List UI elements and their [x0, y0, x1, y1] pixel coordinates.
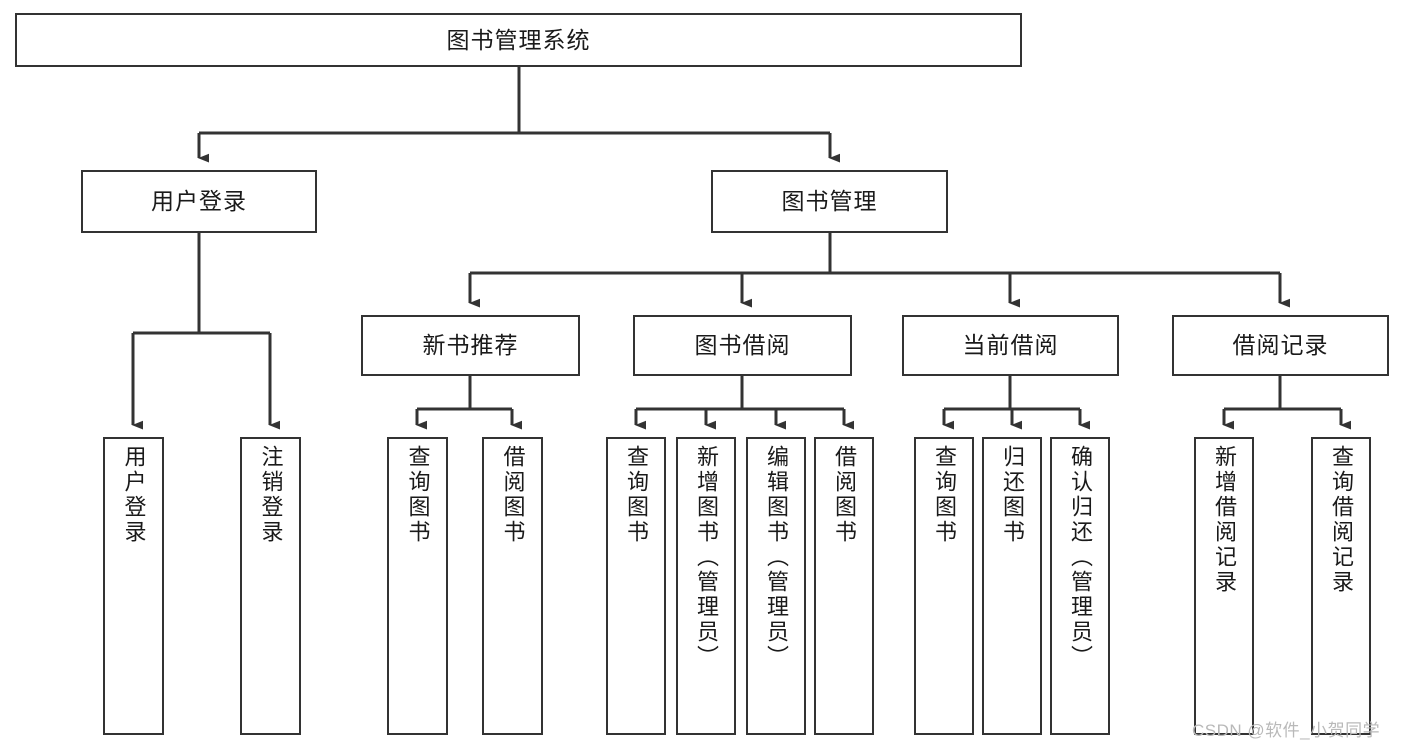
node-leaf-confirm-return-label: 确认归还（管理员）: [1068, 445, 1093, 670]
node-leaf-add-book[interactable]: 新增图书（管理员）: [676, 437, 736, 735]
node-leaf-query-book-2-label: 查询图书: [624, 445, 649, 545]
node-book-borrow-label: 图书借阅: [694, 332, 791, 359]
node-leaf-return-book[interactable]: 归还图书: [982, 437, 1042, 735]
node-new-book-recommend[interactable]: 新书推荐: [361, 315, 580, 376]
node-book-manage-label: 图书管理: [781, 188, 878, 215]
node-leaf-query-book-2[interactable]: 查询图书: [606, 437, 666, 735]
node-leaf-confirm-return[interactable]: 确认归还（管理员）: [1050, 437, 1110, 735]
node-leaf-query-book-3[interactable]: 查询图书: [914, 437, 974, 735]
node-leaf-add-record[interactable]: 新增借阅记录: [1194, 437, 1254, 735]
node-leaf-query-book-1[interactable]: 查询图书: [387, 437, 448, 735]
node-leaf-add-record-label: 新增借阅记录: [1212, 445, 1237, 595]
node-new-book-recommend-label: 新书推荐: [422, 332, 519, 359]
node-leaf-return-book-label: 归还图书: [1000, 445, 1025, 545]
node-root[interactable]: 图书管理系统: [15, 13, 1022, 67]
node-leaf-borrow-book-2[interactable]: 借阅图书: [814, 437, 874, 735]
node-leaf-edit-book[interactable]: 编辑图书（管理员）: [746, 437, 806, 735]
node-leaf-user-login-label: 用户登录: [121, 445, 147, 545]
node-leaf-borrow-book-1-label: 借阅图书: [500, 445, 526, 545]
node-leaf-user-login[interactable]: 用户登录: [103, 437, 164, 735]
node-leaf-add-book-label: 新增图书（管理员）: [694, 445, 719, 670]
node-leaf-edit-book-label: 编辑图书（管理员）: [764, 445, 789, 670]
node-current-borrow[interactable]: 当前借阅: [902, 315, 1119, 376]
node-user-login-label: 用户登录: [151, 188, 247, 215]
node-leaf-query-record-label: 查询借阅记录: [1329, 445, 1354, 595]
node-book-manage[interactable]: 图书管理: [711, 170, 948, 233]
node-current-borrow-label: 当前借阅: [962, 332, 1059, 359]
node-leaf-borrow-book-2-label: 借阅图书: [832, 445, 857, 545]
node-leaf-logout-login-label: 注销登录: [258, 445, 284, 545]
node-leaf-logout-login[interactable]: 注销登录: [240, 437, 301, 735]
node-leaf-query-record[interactable]: 查询借阅记录: [1311, 437, 1371, 735]
node-root-label: 图书管理系统: [446, 26, 591, 53]
node-borrow-record[interactable]: 借阅记录: [1172, 315, 1389, 376]
node-user-login[interactable]: 用户登录: [81, 170, 317, 233]
node-book-borrow[interactable]: 图书借阅: [633, 315, 852, 376]
node-leaf-query-book-1-label: 查询图书: [405, 445, 431, 545]
node-borrow-record-label: 借阅记录: [1232, 332, 1329, 359]
node-leaf-borrow-book-1[interactable]: 借阅图书: [482, 437, 543, 735]
node-leaf-query-book-3-label: 查询图书: [932, 445, 957, 545]
